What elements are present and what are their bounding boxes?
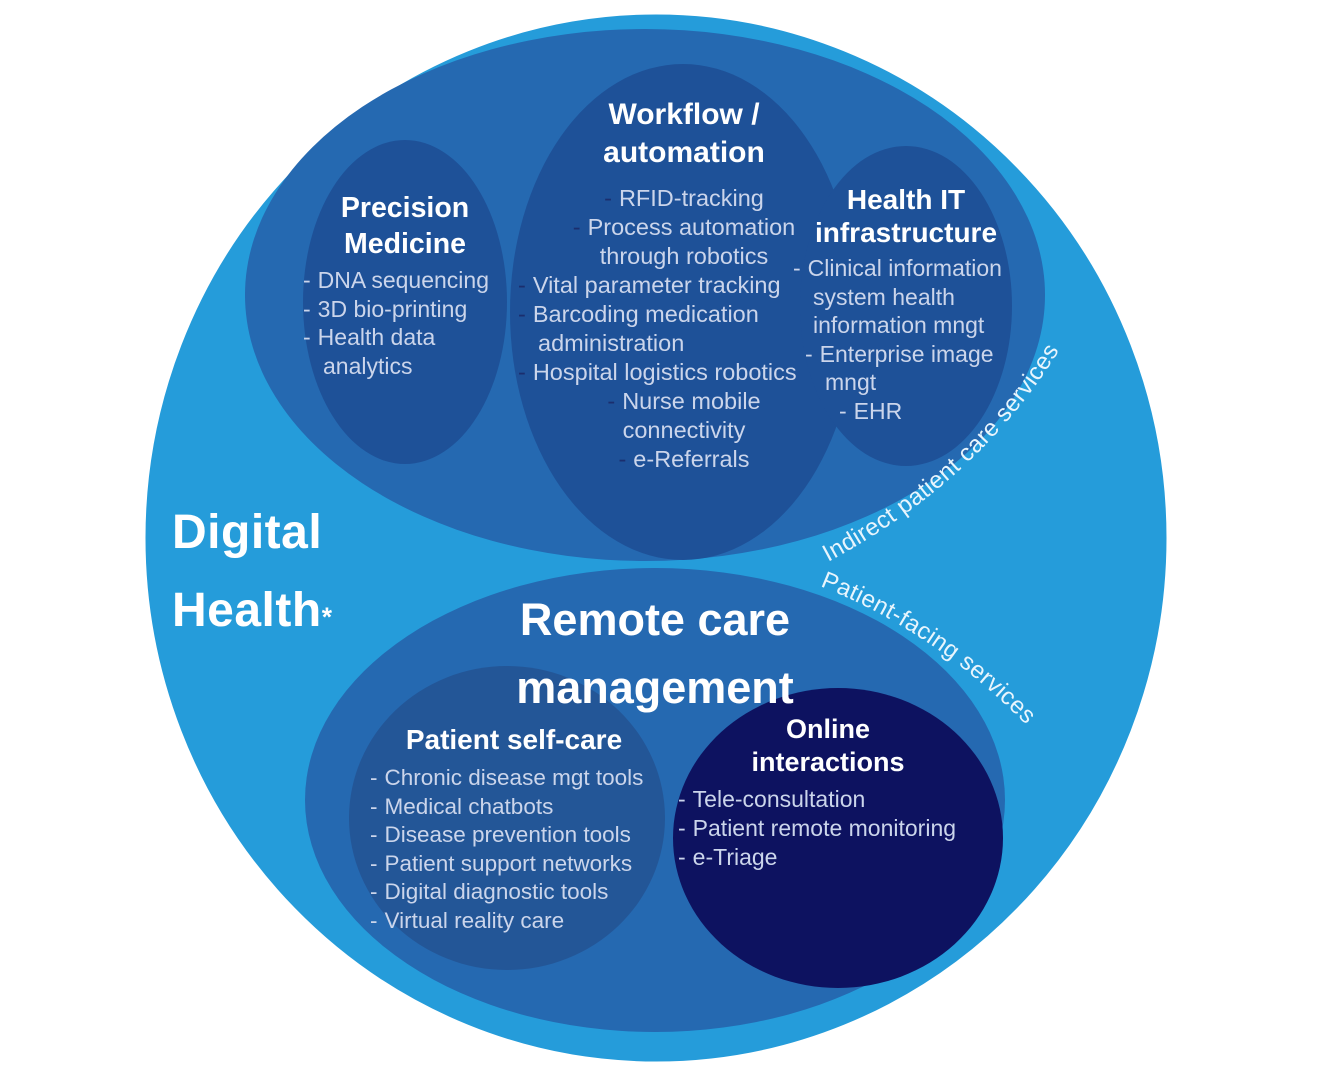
item-dash: - <box>839 397 847 424</box>
list-item: -Digital diagnostic tools <box>370 878 658 907</box>
item-dash: - <box>678 815 686 841</box>
item-text: Enterprise image mngt <box>819 340 994 396</box>
item-text: e-Referrals <box>633 446 750 472</box>
item-dash: - <box>607 388 616 414</box>
patient-self-care-section: Patient self-care -Chronic disease mgt t… <box>370 722 658 935</box>
list-item: -Tele-consultation <box>678 785 978 814</box>
item-dash: - <box>518 301 526 327</box>
patient-self-care-title: Patient self-care <box>405 724 623 755</box>
workflow-automation-title: Workflow / automation <box>603 98 765 169</box>
list-item: -DNA sequencing <box>303 266 507 295</box>
list-item: -Chronic disease mgt tools <box>370 764 658 793</box>
item-dash: - <box>370 822 378 847</box>
item-dash: - <box>370 793 378 819</box>
item-dash: - <box>303 324 311 350</box>
diagram-title-line2: Health* <box>172 572 492 656</box>
item-text: Health data analytics <box>317 324 436 379</box>
list-item: -EHR <box>839 397 1019 426</box>
list-item: -e-Referrals <box>562 445 807 474</box>
item-dash: - <box>618 446 627 472</box>
item-dash: - <box>370 907 378 933</box>
list-item: -Enterprise image mngt <box>805 340 1019 397</box>
diagram-title: Digital Health* <box>172 494 492 656</box>
item-text: Hospital logistics robotics <box>532 359 797 385</box>
item-dash: - <box>678 844 686 870</box>
item-dash: - <box>370 850 378 876</box>
item-text: Digital diagnostic tools <box>384 879 609 904</box>
item-text: e-Triage <box>692 844 778 870</box>
item-text: RFID-tracking <box>618 185 764 211</box>
list-item: -Medical chatbots <box>370 793 658 822</box>
item-dash: - <box>518 272 526 298</box>
list-item: -Virtual reality care <box>370 907 658 936</box>
title-asterisk: * <box>321 602 333 632</box>
patient-self-care-list: -Chronic disease mgt tools -Medical chat… <box>370 764 658 935</box>
item-text: Nurse mobile connectivity <box>622 388 761 443</box>
patient-self-care-ellipse <box>349 666 665 970</box>
online-interactions-circle <box>673 688 1003 988</box>
item-dash: - <box>678 786 686 812</box>
list-item: -Health data analytics <box>303 323 507 380</box>
diagram-title-word: Health <box>172 584 322 637</box>
workflow-automation-section: Workflow / automation -RFID-tracking -Pr… <box>518 96 850 474</box>
item-text: Patient support networks <box>384 850 633 876</box>
item-dash: - <box>370 879 378 904</box>
item-dash: - <box>604 185 612 211</box>
item-text: Patient remote monitoring <box>692 815 957 841</box>
health-it-list: -Clinical information system health info… <box>793 254 1019 425</box>
list-item: -Barcoding medication administration <box>518 300 850 358</box>
item-text: Barcoding medication administration <box>532 301 759 356</box>
health-it-section: Health IT infrastructure -Clinical infor… <box>793 183 1019 425</box>
item-dash: - <box>370 765 378 790</box>
health-it-ellipse <box>800 146 1012 466</box>
item-text: Vital parameter tracking <box>532 272 781 298</box>
item-dash: - <box>572 214 581 240</box>
remote-care-title: Remote care management <box>516 594 794 713</box>
item-text: Virtual reality care <box>384 907 565 933</box>
item-dash: - <box>805 340 813 367</box>
workflow-automation-list: -RFID-tracking -Process automation throu… <box>518 184 850 474</box>
item-text: Chronic disease mgt tools <box>384 765 644 790</box>
item-text: 3D bio-printing <box>317 295 468 322</box>
item-text: Tele-consultation <box>692 786 866 812</box>
list-item: -Patient remote monitoring <box>678 814 978 843</box>
precision-medicine-section: Precision Medicine -DNA sequencing -3D b… <box>303 190 507 380</box>
item-text: DNA sequencing <box>317 267 490 293</box>
online-interactions-section: Online interactions -Tele-consultation -… <box>678 713 978 872</box>
item-text: Process automation through robotics <box>587 214 796 269</box>
list-item: -Vital parameter tracking <box>518 271 850 300</box>
online-interactions-list: -Tele-consultation -Patient remote monit… <box>678 785 978 872</box>
item-text: Medical chatbots <box>384 793 554 819</box>
item-text: Disease prevention tools <box>384 822 631 847</box>
item-dash: - <box>303 267 311 293</box>
precision-medicine-list: -DNA sequencing -3D bio-printing -Health… <box>303 266 507 380</box>
online-interactions-title: Online interactions <box>751 714 905 777</box>
precision-medicine-ellipse <box>303 140 507 464</box>
list-item: -Disease prevention tools <box>370 821 658 850</box>
item-dash: - <box>303 295 311 322</box>
item-dash: - <box>518 359 526 385</box>
list-item: -Patient support networks <box>370 850 658 879</box>
list-item: -e-Triage <box>678 843 978 872</box>
item-dash: - <box>793 255 801 281</box>
list-item: -Hospital logistics robotics <box>518 358 850 387</box>
workflow-automation-ellipse <box>510 64 856 560</box>
list-item: -Process automation through robotics <box>562 213 807 271</box>
precision-medicine-title: Precision Medicine <box>340 192 470 260</box>
item-text: Clinical information system health infor… <box>807 255 1002 338</box>
list-item: -Nurse mobile connectivity <box>562 387 807 445</box>
item-text: EHR <box>853 397 903 424</box>
list-item: -3D bio-printing <box>303 295 507 324</box>
list-item: -Clinical information system health info… <box>793 254 1019 340</box>
health-it-title: Health IT infrastructure <box>814 184 998 248</box>
diagram-title-line1: Digital <box>172 506 323 559</box>
list-item: -RFID-tracking <box>562 184 807 213</box>
